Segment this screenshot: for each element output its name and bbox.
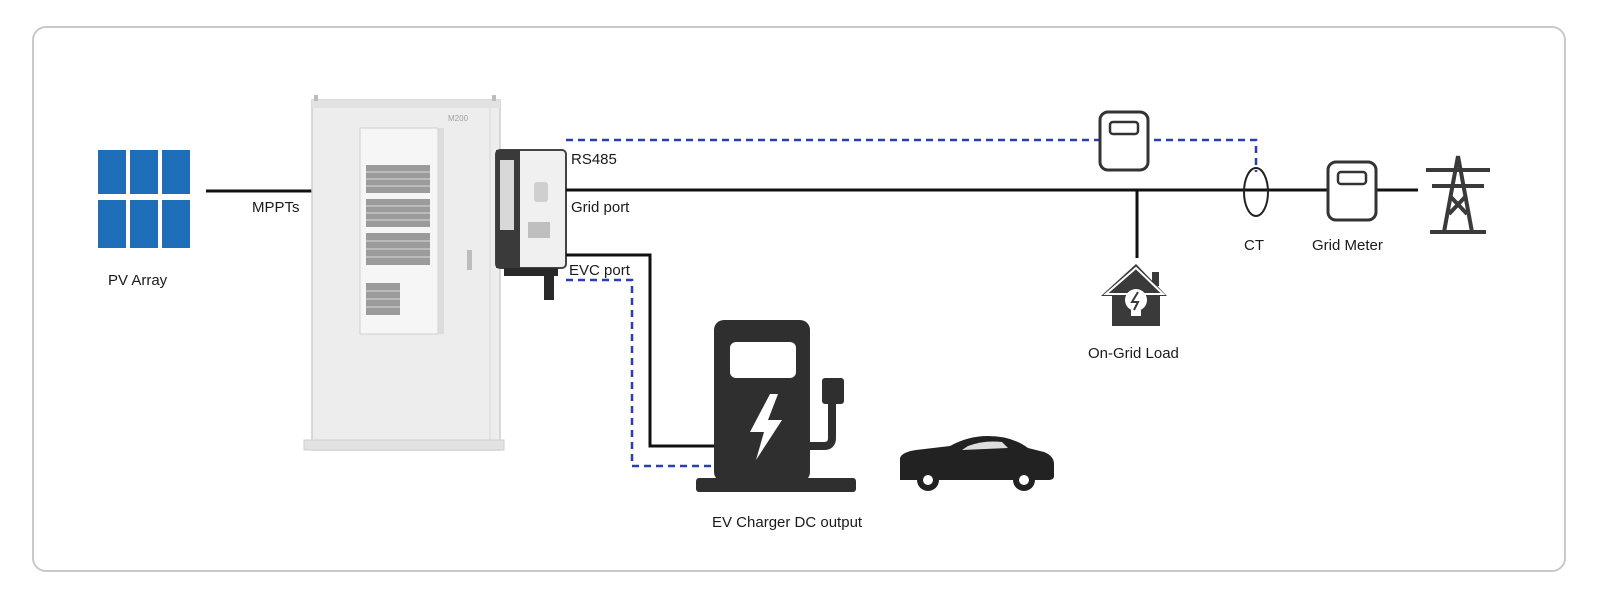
rs485-line [566, 140, 1256, 172]
ct-icon [1244, 168, 1268, 216]
solar-panel-icon [98, 150, 190, 248]
inverter-icon [496, 150, 566, 300]
pv-array-label: PV Array [108, 273, 167, 288]
ev-charger-label: EV Charger DC output [712, 515, 862, 530]
grid-port-label: Grid port [571, 200, 629, 215]
cabinet-brand-label: M200 [448, 114, 469, 123]
house-icon [1101, 264, 1167, 326]
evc-port-label: EVC port [569, 263, 630, 278]
meter-icon [1100, 112, 1148, 170]
on-grid-load-label: On-Grid Load [1088, 346, 1179, 361]
rs485-label: RS485 [571, 152, 617, 167]
pylon-icon [1426, 156, 1490, 232]
car-icon [900, 436, 1054, 491]
grid-meter-label: Grid Meter [1312, 238, 1383, 253]
ev-charger-icon [696, 320, 856, 492]
mppts-label: MPPTs [252, 200, 300, 215]
evc-power-line [566, 255, 726, 446]
ct-label: CT [1244, 238, 1264, 253]
evc-comm-line [566, 280, 726, 466]
grid-meter-icon [1328, 162, 1376, 220]
battery-cabinet-icon [304, 95, 504, 450]
